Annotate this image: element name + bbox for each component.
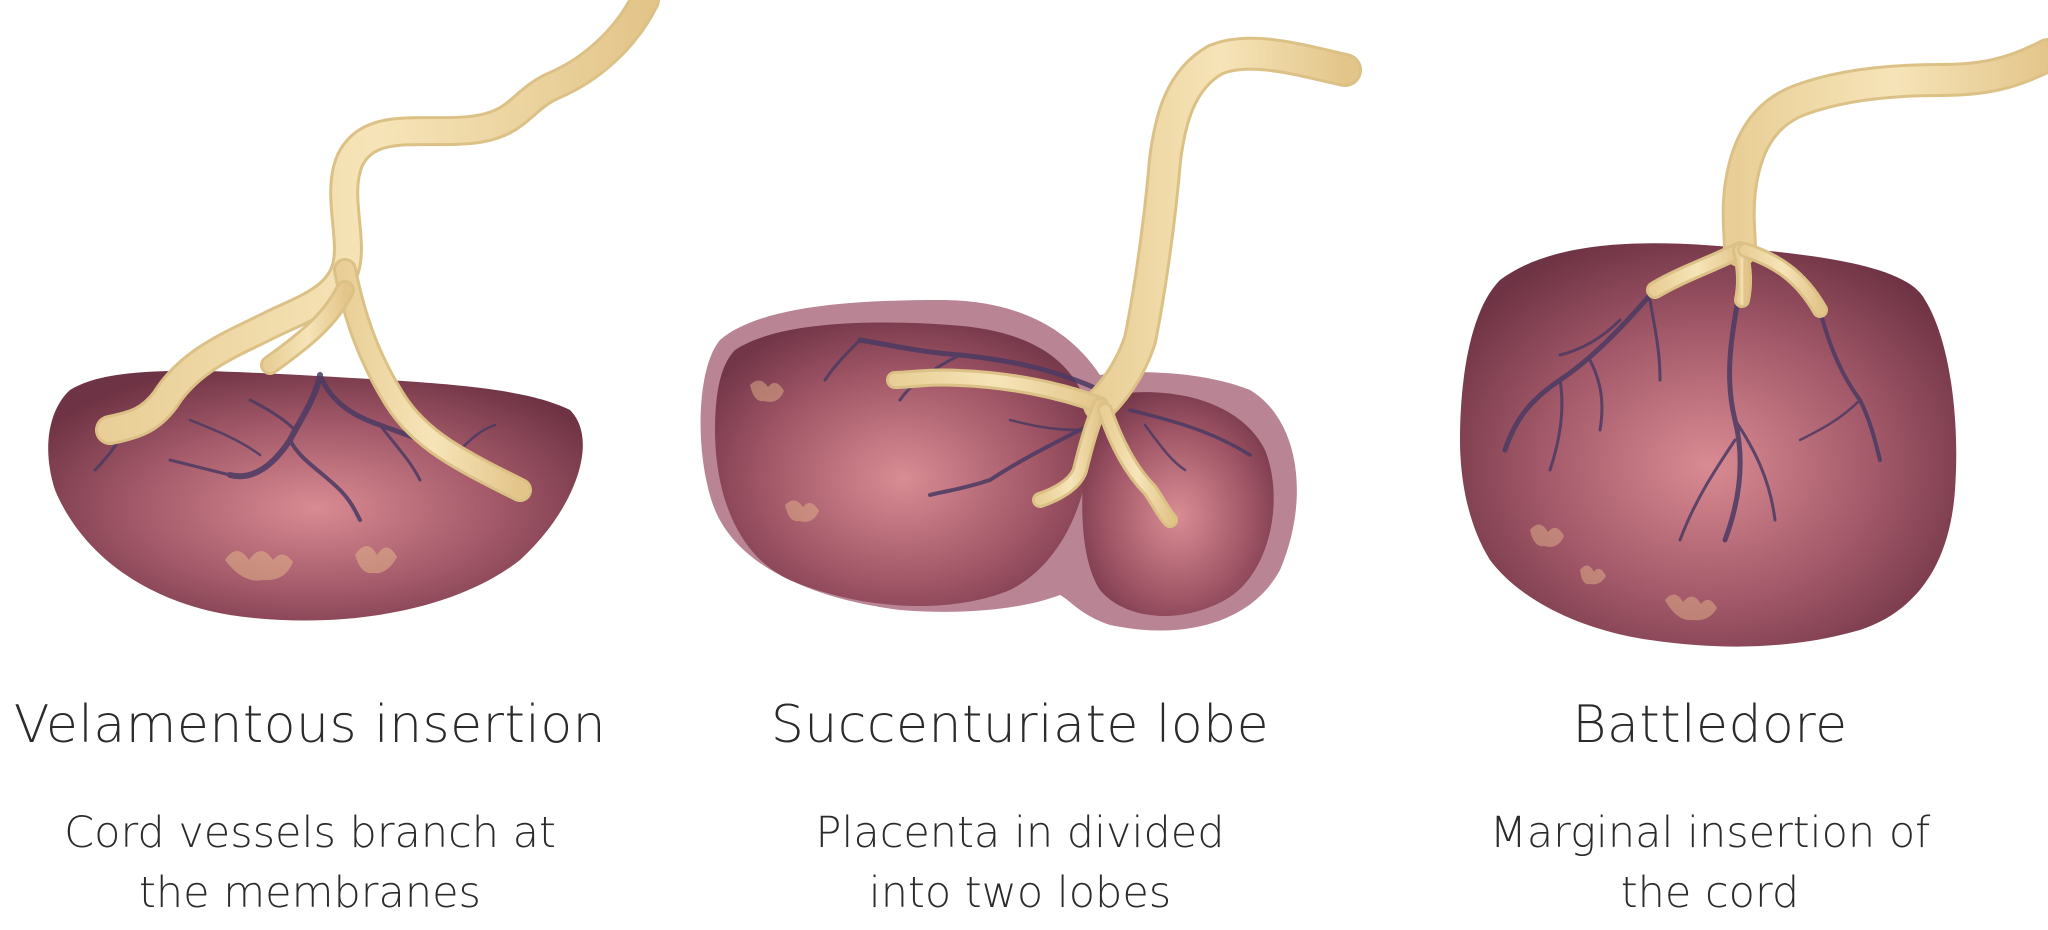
velamentous-placenta bbox=[48, 0, 660, 621]
vessel-network bbox=[823, 337, 1252, 497]
accessory-lobe bbox=[1082, 392, 1274, 617]
panel-description-line1: Cord vessels branch at bbox=[64, 808, 556, 858]
main-lobe bbox=[715, 322, 1091, 607]
placenta-disc bbox=[48, 370, 583, 621]
panel-title: Velamentous insertion bbox=[13, 695, 607, 755]
placenta-disc bbox=[1460, 243, 1957, 647]
panel-succenturiate: Succenturiate lobe Placenta in divided i… bbox=[710, 695, 1330, 923]
umbilical-cord bbox=[1646, 38, 2048, 318]
panel-velamentous: Velamentous insertion Cord vessels branc… bbox=[0, 695, 620, 923]
succenturiate-placenta bbox=[700, 36, 1362, 631]
vessel-network bbox=[1502, 287, 1882, 543]
pale-patches bbox=[1530, 524, 1717, 621]
panel-description-line2: into two lobes bbox=[868, 868, 1172, 918]
pale-patches bbox=[225, 546, 397, 581]
panel-description-line1: Marginal insertion of bbox=[1489, 808, 1931, 858]
panel-title: Battledore bbox=[1572, 695, 1848, 755]
battledore-placenta bbox=[1460, 38, 2048, 647]
umbilical-cord bbox=[886, 36, 1362, 528]
panel-title: Succenturiate lobe bbox=[770, 695, 1270, 755]
umbilical-cord bbox=[95, 0, 660, 502]
pale-patches bbox=[750, 380, 819, 522]
panel-description-line1: Placenta in divided bbox=[815, 808, 1225, 858]
panel-description-line2: the membranes bbox=[139, 868, 481, 918]
panel-battledore: Battledore Marginal insertion of the cor… bbox=[1400, 695, 2020, 923]
panel-description-line2: the cord bbox=[1620, 868, 1800, 918]
